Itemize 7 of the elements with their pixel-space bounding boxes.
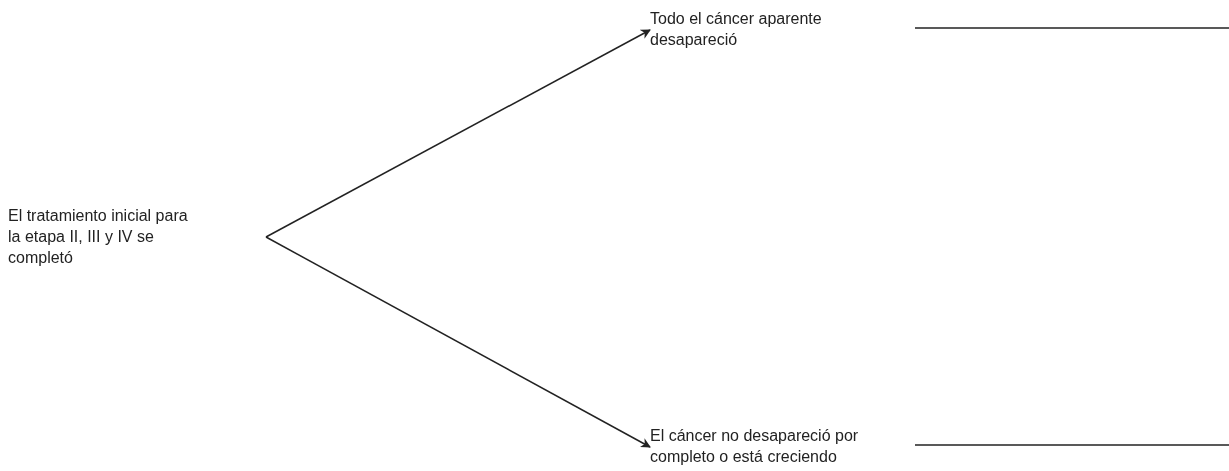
node-text: El cáncer no desapareció por completo o está creciendo: [650, 426, 860, 467]
node-text: El tratamiento inicial para la etapa II, III y IV se completó: [8, 206, 189, 268]
arrow: [265, 29, 651, 238]
arrow: [265, 236, 651, 448]
line: [914, 444, 1229, 446]
line: [914, 27, 1229, 29]
node-text: Todo el cáncer aparente desapareció: [650, 9, 823, 50]
